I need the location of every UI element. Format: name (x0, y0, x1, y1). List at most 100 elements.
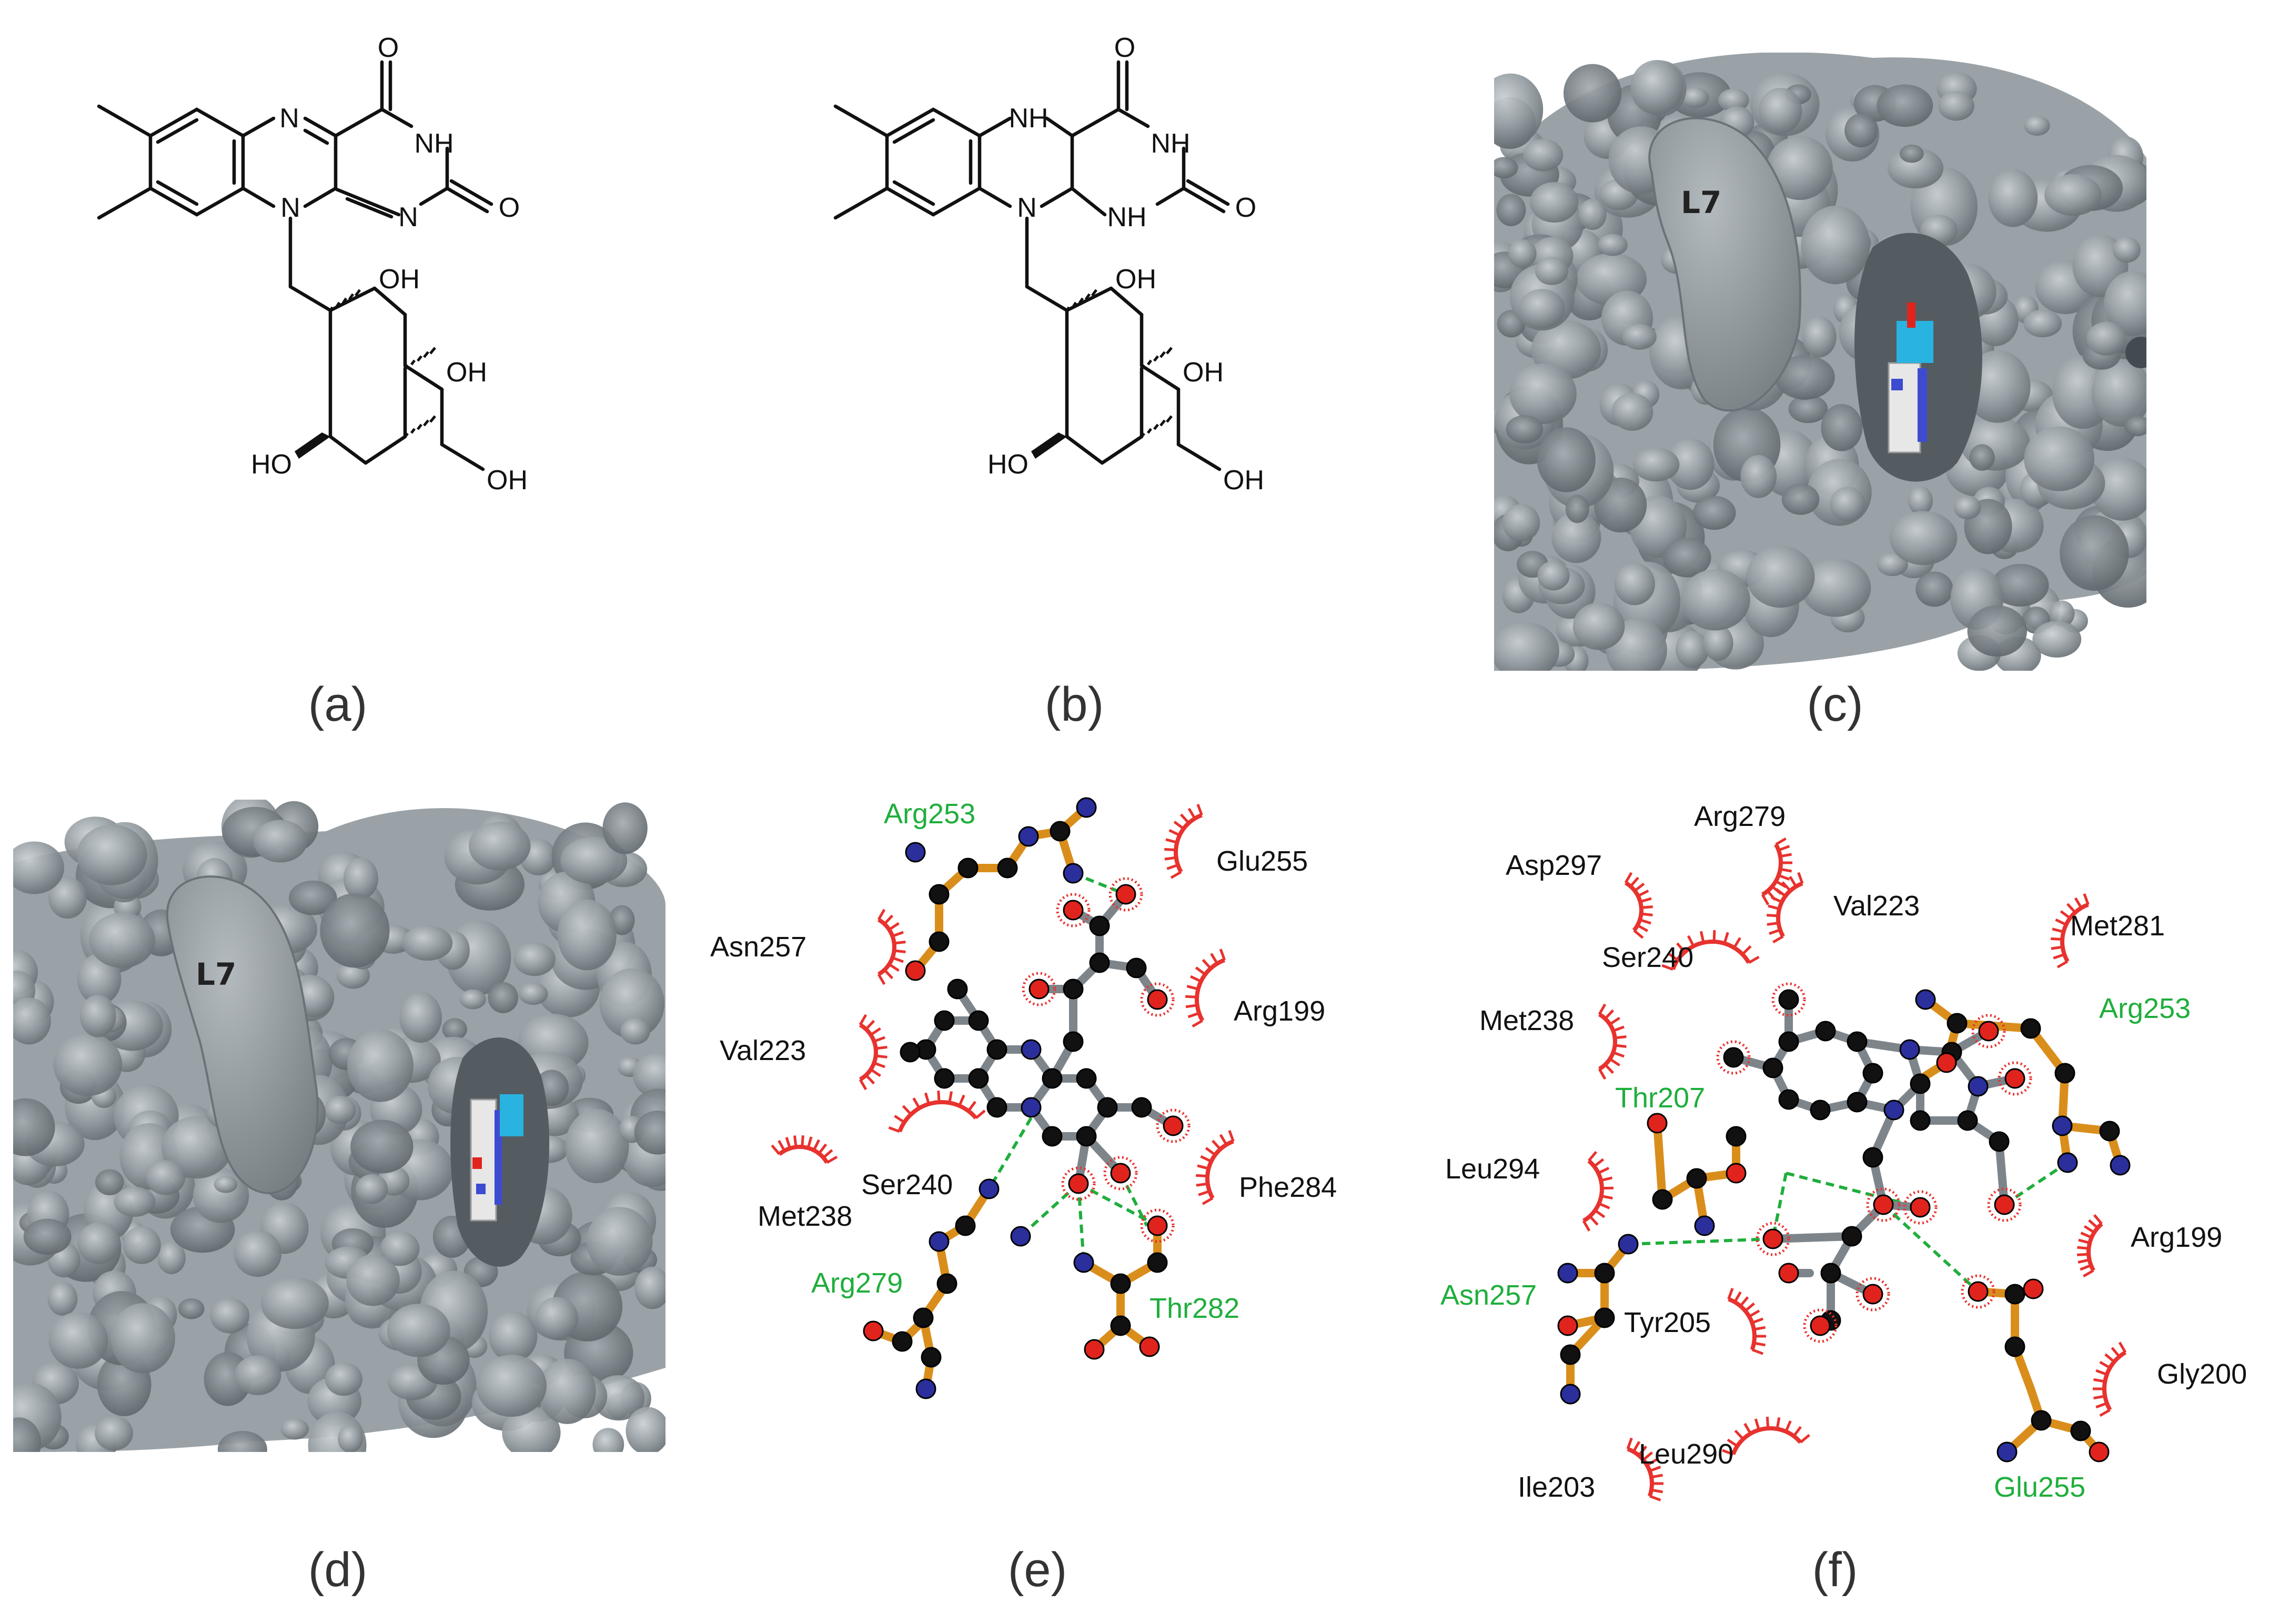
surface-bump (1572, 602, 1625, 650)
oxygen-atom (863, 1320, 884, 1341)
carbon-atom (1089, 915, 1110, 936)
surface-bump (1692, 496, 1736, 530)
panel-f-ligplot: Arg253 Thr207 Asn257 Glu255 Arg279 Asp29… (1440, 801, 2247, 1597)
atom-o4: O (1114, 33, 1135, 63)
surface-bump (1788, 395, 1828, 423)
surface-bump (442, 1018, 467, 1041)
atom-contact-halo (1156, 1108, 1191, 1143)
e-label-arg253: Arg253 (884, 798, 975, 830)
oxygen-atom (1936, 1052, 1957, 1073)
surface-bump (1563, 64, 1622, 123)
carbon-atom (1815, 1021, 1836, 1042)
nitrogen-atom (1010, 1226, 1031, 1247)
atom-ho4: HO (251, 449, 292, 480)
carbon-atom (2031, 1410, 2052, 1431)
surface-bump (77, 824, 147, 885)
surface-bump (23, 1218, 72, 1255)
oxygen-atom (2023, 1278, 2044, 1299)
loop-label-l7-d: L7 (196, 956, 236, 992)
e-hydrogen-bonds (987, 872, 1158, 1263)
carbon-atom (936, 1273, 957, 1294)
oxygen-atom (1147, 989, 1168, 1010)
f-label-met238: Met238 (1479, 1005, 1574, 1036)
f-residue-bonds (1564, 995, 2124, 1456)
surface-bump (253, 820, 308, 863)
atom-oh5: OH (1223, 465, 1264, 496)
atom-contact-halo (1866, 1187, 1901, 1222)
oxygen-atom (1110, 1163, 1131, 1184)
atom-contact-halo (1022, 972, 1056, 1006)
surface-bump (602, 802, 648, 854)
atom-contact-halo (1056, 893, 1091, 927)
surface-bump (2091, 458, 2146, 521)
surface-bump (1506, 415, 1544, 443)
oxygen-atom (1778, 1263, 1799, 1284)
surface-bump (346, 1254, 400, 1306)
carbon-atom (1947, 1013, 1968, 1034)
atom-contact-halo (1061, 1166, 1096, 1201)
surface-bump (288, 880, 337, 915)
surface-bump (114, 1187, 156, 1217)
e-hydrophobic-arcs (771, 803, 1235, 1205)
carbon-atom (1810, 1100, 1831, 1121)
surface-bump (2049, 600, 2075, 627)
f-label-met281: Met281 (2070, 910, 2165, 942)
atom-contact-halo (1716, 1040, 1751, 1075)
surface-bump (502, 1406, 561, 1452)
oxygen-atom (1762, 1228, 1783, 1249)
nitrogen-atom (1018, 826, 1039, 847)
surface-bump (2024, 115, 2050, 136)
f-label-tyr205: Tyr205 (1624, 1307, 1711, 1338)
panel-label-f: (f) (1812, 1543, 1858, 1597)
surface-bump (123, 1226, 161, 1264)
f-label-leu294: Leu294 (1445, 1153, 1540, 1185)
surface-bump (2124, 416, 2146, 437)
surface-bump (280, 1418, 309, 1440)
surface-bump (1630, 60, 1684, 115)
carbon-atom (1726, 1126, 1747, 1147)
surface-bump (2091, 359, 2146, 427)
carbon-atom (1594, 1263, 1615, 1284)
surface-bump (387, 1304, 450, 1357)
panel-a-atom-labels: N O NH N O N OH OH HO OH (251, 33, 528, 496)
e-label-val223: Val223 (720, 1035, 806, 1066)
surface-bump (324, 1096, 356, 1124)
nitrogen-atom (1073, 1252, 1094, 1273)
carbon-atom (1063, 1031, 1084, 1052)
surface-bump (356, 1174, 388, 1204)
surface-bump (1578, 199, 1607, 230)
nitrogen-atom (905, 842, 926, 863)
surface-bump (347, 1029, 414, 1102)
surface-bump (1666, 438, 1715, 490)
f-label-thr207: Thr207 (1615, 1082, 1705, 1114)
carbon-atom (1560, 1344, 1581, 1365)
surface-bump (234, 1355, 281, 1395)
hydrophobic-contact-arc (2077, 1214, 2103, 1278)
surface-bump (1496, 194, 1526, 226)
surface-bump (350, 1119, 414, 1174)
carbon-atom (934, 1010, 955, 1031)
surface-bump (1535, 257, 1569, 285)
surface-bump (1830, 487, 1865, 522)
carbon-atom (1110, 1273, 1131, 1294)
e-label-thr282: Thr282 (1149, 1293, 1239, 1324)
oxygen-atom (1873, 1194, 1894, 1215)
e-residue-bonds (869, 803, 1162, 1393)
f-label-val223: Val223 (1833, 890, 1920, 922)
hydrophobic-contact-arc (1185, 949, 1226, 1028)
surface-bump (2104, 271, 2146, 336)
surface-bump (13, 1098, 55, 1156)
carbon-atom (2054, 1063, 2075, 1084)
carbon-atom (929, 931, 950, 952)
carbon-atom (1131, 1097, 1152, 1118)
oxygen-atom (1163, 1115, 1184, 1136)
surface-bump (338, 1425, 363, 1452)
surface-bump (214, 1176, 238, 1193)
surface-bump (1969, 444, 1995, 471)
carbon-atom (1076, 1068, 1097, 1089)
surface-bump (586, 1207, 653, 1276)
surface-bump (1681, 87, 1709, 108)
surface-bump (234, 1230, 282, 1277)
surface-bump (1938, 91, 1974, 121)
